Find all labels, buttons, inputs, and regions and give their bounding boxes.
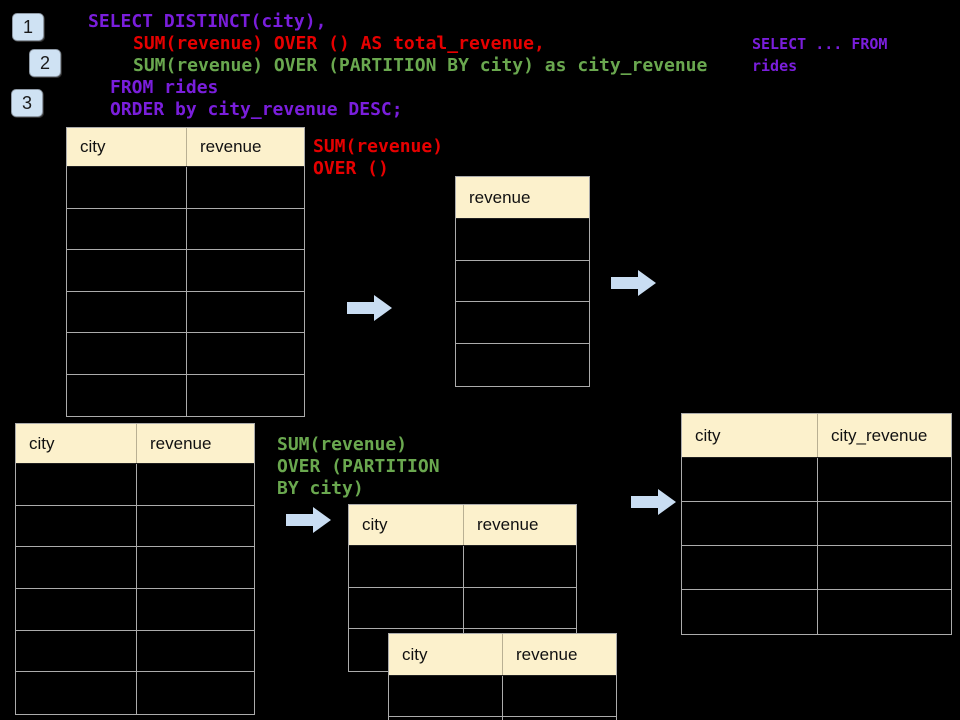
table-row <box>456 219 589 261</box>
column-header-revenue: revenue <box>200 137 262 156</box>
table-row <box>349 587 576 629</box>
column-header-city: city <box>67 128 187 166</box>
table-header-row: revenue <box>456 177 589 219</box>
side-note-select-from-rides: SELECT ... FROM rides <box>752 35 888 75</box>
table-row <box>16 464 254 506</box>
step-badge-2: 2 <box>29 49 61 77</box>
column-header-revenue: revenue <box>477 515 539 534</box>
table-header-row: city revenue <box>67 128 304 167</box>
column-header-city-revenue: city_revenue <box>831 425 928 445</box>
table-row <box>682 546 951 590</box>
column-header-revenue: revenue <box>150 433 212 453</box>
step-badge-3: 3 <box>11 89 43 117</box>
table-row <box>67 250 304 292</box>
sql-line-select-distinct: SELECT DISTINCT(city), <box>88 11 327 32</box>
table-header-row: city revenue <box>389 634 616 676</box>
sql-line-sum-over-total: SUM(revenue) OVER () AS total_revenue, <box>133 33 545 54</box>
step-badge-3-label: 3 <box>21 92 32 113</box>
sql-line-order-by: ORDER by city_revenue DESC; <box>110 99 403 120</box>
step-badge-1-label: 1 <box>22 16 33 37</box>
table-row <box>16 672 254 715</box>
table-header-row: city revenue <box>349 505 576 546</box>
table-row <box>67 333 304 375</box>
table-row <box>16 589 254 631</box>
table-row <box>682 590 951 634</box>
right-arrow-icon <box>286 507 331 533</box>
right-arrow-icon <box>631 489 676 515</box>
table-row <box>67 291 304 333</box>
table-row <box>67 167 304 209</box>
column-header-revenue: revenue <box>516 644 578 664</box>
table-row <box>456 302 589 345</box>
table-city-revenue-result: city city_revenue <box>681 413 952 635</box>
table-row <box>349 546 576 588</box>
table-row <box>456 344 589 386</box>
right-arrow-icon <box>347 295 392 321</box>
table-row <box>456 261 589 303</box>
table-total-revenue-result: revenue <box>455 176 590 387</box>
table-header-row: city city_revenue <box>682 414 951 458</box>
table-row <box>16 547 254 590</box>
label-sum-over-partition: SUM(revenue) OVER (PARTITION BY city) <box>277 434 440 499</box>
sql-line-sum-over-partition: SUM(revenue) OVER (PARTITION BY city) as… <box>133 55 708 76</box>
table-row <box>16 630 254 673</box>
table-row <box>67 374 304 416</box>
table-row <box>682 502 951 546</box>
column-header-city: city <box>16 424 137 463</box>
table-row <box>16 505 254 548</box>
table-row <box>389 676 616 717</box>
column-header-revenue: revenue <box>469 187 531 207</box>
right-arrow-icon <box>611 270 656 296</box>
column-header-city: city <box>349 505 464 545</box>
table-source-rides-bottom: city revenue <box>15 423 255 716</box>
table-partition-group-back: city revenue <box>348 504 577 672</box>
table-row <box>682 458 951 502</box>
table-header-row: city revenue <box>16 424 254 464</box>
table-partition-group-front: city revenue <box>388 633 617 720</box>
step-badge-2-label: 2 <box>39 52 50 73</box>
column-header-city: city <box>389 634 503 675</box>
sql-line-from: FROM rides <box>110 77 219 98</box>
column-header-city: city <box>682 414 818 457</box>
label-sum-over-empty: SUM(revenue) OVER () <box>313 136 444 179</box>
table-row <box>389 717 616 720</box>
step-badge-1: 1 <box>12 13 44 41</box>
table-source-rides-top: city revenue <box>66 127 305 417</box>
table-row <box>67 208 304 250</box>
